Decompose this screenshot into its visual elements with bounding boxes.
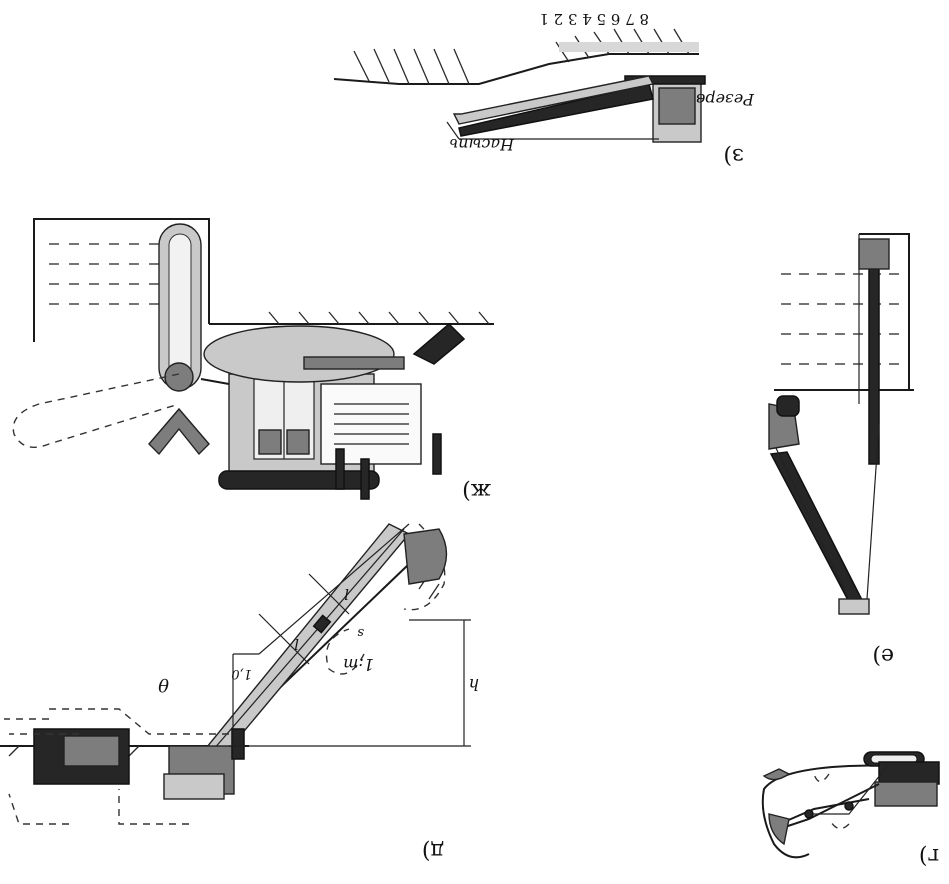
panel-g-diagram: г) (761, 751, 940, 868)
l1-label: l (344, 585, 349, 603)
t0-label: 1,0 (231, 666, 252, 681)
theta-label: θ (158, 674, 169, 695)
l2-label: l (294, 635, 299, 653)
s-label: s (357, 625, 364, 640)
panel-d-diagram: h 1:m l l 1,0 θ s д) (0, 523, 479, 863)
panel-zh-label: ж) (462, 478, 491, 503)
panel-d-label: д) (422, 838, 444, 863)
strip-numbers-label: 8 7 6 5 4 3 2 1 (539, 10, 649, 28)
h-label: h (469, 675, 479, 694)
panel-e-label: е) (872, 643, 894, 668)
panel-g-label: г) (919, 843, 939, 868)
panel-z-label: з) (723, 143, 744, 168)
panel-zh-diagram: ж) (12, 218, 494, 503)
panel-e-diagram: е) (768, 233, 914, 668)
panel-z-diagram: 8 7 6 5 4 3 2 1 Резерв Насыпь з) (333, 10, 755, 168)
reserve-label: Резерв (696, 90, 755, 109)
embankment-label: Насыпь (450, 135, 516, 154)
slope-label: 1:m (343, 655, 374, 674)
